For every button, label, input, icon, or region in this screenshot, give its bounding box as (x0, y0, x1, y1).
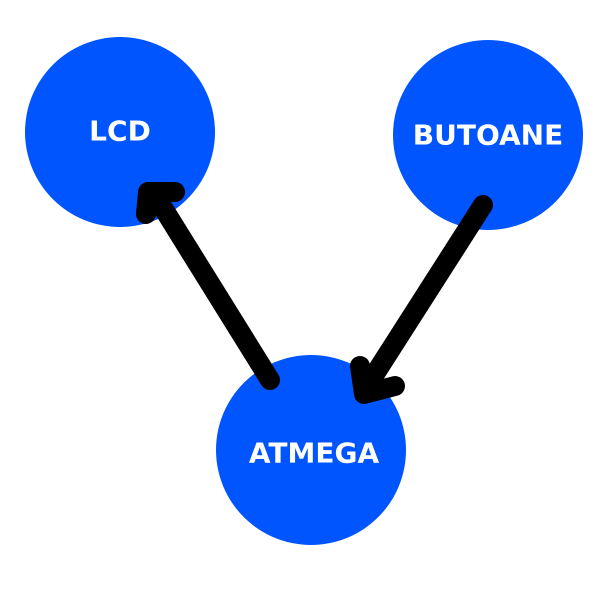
arrow-butoane-to-atmega-head (350, 356, 405, 404)
node-butoane-circle (393, 40, 583, 230)
node-atmega-circle (216, 355, 406, 545)
node-butoane-label: BUTOANE (413, 119, 563, 152)
arrow-atmega-to-lcd-head (136, 182, 185, 224)
arrow-atmega-to-lcd-shaft (145, 185, 280, 390)
arrow-butoane-to-atmega (350, 195, 493, 404)
arrow-butoane-to-atmega-shaft (356, 195, 493, 398)
node-lcd: LCD (25, 37, 215, 227)
node-butoane: BUTOANE (393, 40, 583, 230)
arrow-atmega-to-lcd (136, 182, 280, 390)
node-lcd-circle (25, 37, 215, 227)
node-atmega: ATMEGA (216, 355, 406, 545)
node-atmega-label: ATMEGA (249, 437, 380, 470)
node-lcd-label: LCD (89, 115, 151, 148)
